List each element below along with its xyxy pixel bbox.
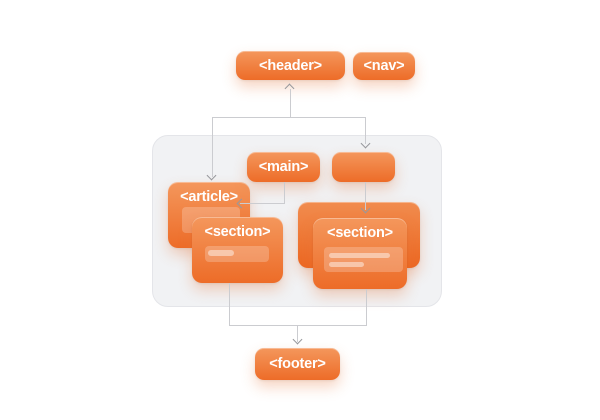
node-section-right-label: <section> [327,225,393,241]
connector-line [229,325,367,326]
connector-line [366,289,367,325]
connector-line [229,283,230,325]
text-line-placeholder [208,250,234,256]
content-placeholder [324,247,403,272]
connector-line [284,182,285,203]
connector-line [365,182,366,210]
connector-line [365,117,366,144]
node-footer: <footer> [255,348,340,380]
connector-line [290,89,291,117]
connector-line [212,117,366,118]
node-article-label: <article> [180,189,238,205]
node-section-left-label: <section> [204,224,271,240]
node-unlabeled [332,152,395,182]
node-nav-label: <nav> [363,58,405,74]
node-section-right: <section> [313,218,407,289]
node-main-label: <main> [258,159,309,175]
node-section-left: <section> [192,217,283,283]
connector-line [297,325,298,342]
arrowhead-up-icon [284,83,295,94]
node-nav: <nav> [353,52,415,80]
arrowhead-down-icon [292,334,303,345]
node-header: <header> [236,51,345,80]
text-line-placeholder [329,262,364,267]
content-placeholder [205,246,269,262]
text-line-placeholder [329,253,390,258]
node-main: <main> [247,152,320,182]
connector-line [240,203,285,204]
connector-line [212,117,213,177]
node-header-label: <header> [259,57,322,74]
node-footer-label: <footer> [269,356,326,372]
